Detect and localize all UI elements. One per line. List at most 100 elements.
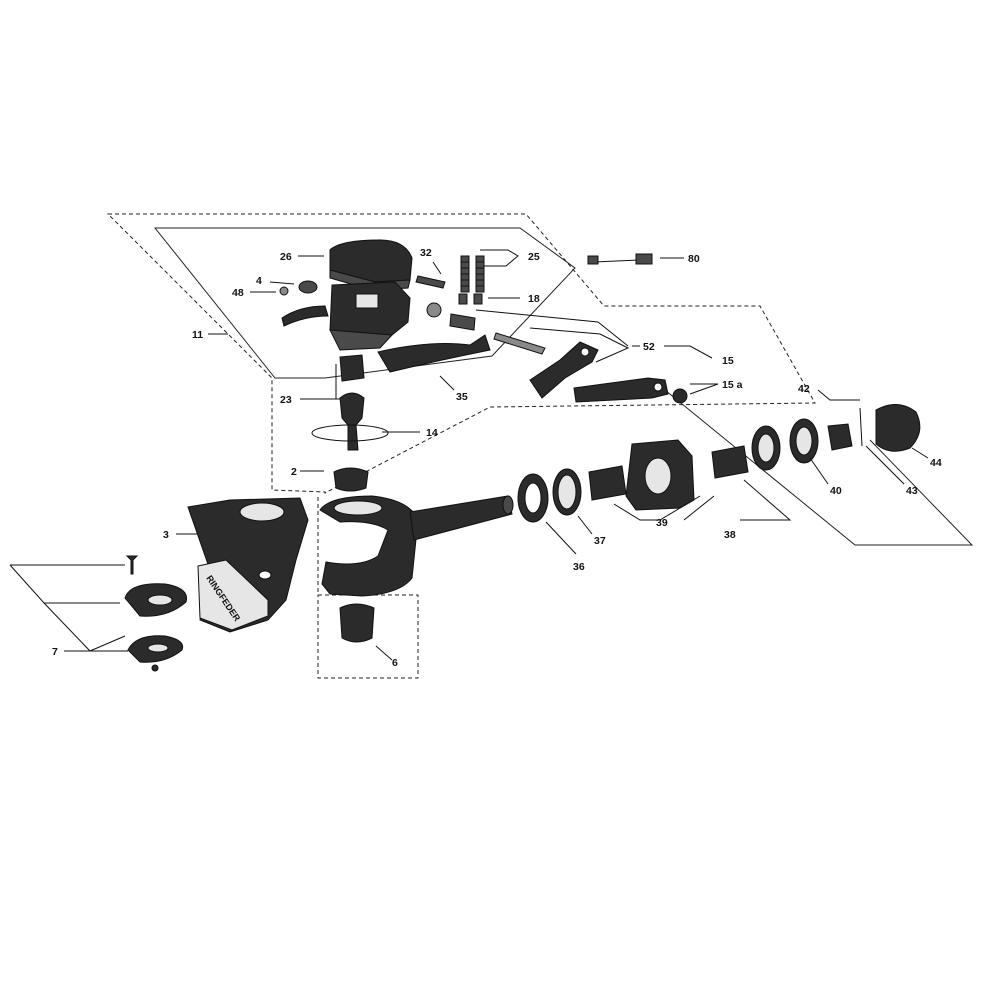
spring-coils	[461, 261, 484, 287]
part-7-upper-slot	[147, 594, 173, 606]
part-4-bolt-head	[298, 280, 318, 294]
vertical-stack-parts	[311, 354, 389, 492]
part-spring-clip	[281, 305, 329, 327]
part-36-washer-hole	[524, 482, 542, 514]
leader-23	[300, 364, 340, 400]
callout-42: 42	[798, 383, 810, 395]
callout-3: 3	[163, 529, 169, 541]
callout-43: 43	[906, 485, 918, 497]
callout-2: 2	[291, 466, 297, 478]
drawbar-fork-opening	[333, 500, 383, 516]
callout-44: 44	[930, 457, 942, 469]
callout-80: 80	[688, 253, 700, 265]
part-52-lever	[529, 341, 599, 399]
part-38-flange-bore	[644, 457, 672, 495]
drawbar-fork	[319, 495, 419, 597]
callout-37: 37	[594, 535, 606, 547]
leader-52-upper	[475, 309, 629, 347]
leader-42	[817, 389, 860, 401]
part-7-screw	[125, 555, 139, 575]
part-35-guard	[377, 334, 491, 373]
callout-40: 40	[830, 485, 842, 497]
leader-15a	[689, 383, 719, 395]
lower-dashed-outline-6	[317, 594, 419, 679]
part-nut-center	[426, 302, 442, 318]
callout-11: 11	[192, 329, 203, 341]
callout-48: 48	[232, 287, 244, 299]
part-44-end-cap	[875, 404, 921, 452]
part-39-bushing-left	[588, 465, 627, 501]
coupling-head-window	[355, 293, 379, 309]
callout-52: 52	[643, 341, 655, 353]
callout-23: 23	[280, 394, 292, 406]
part-14-ring	[311, 424, 389, 442]
part-7-lower-slot	[147, 643, 169, 653]
leader-52-lower	[529, 327, 630, 363]
callout-38: 38	[724, 529, 736, 541]
callout-18: 18	[528, 293, 540, 305]
leader-44	[911, 447, 929, 459]
part-40-washer-hole	[795, 426, 813, 456]
leader-lines	[9, 249, 929, 661]
part-15-handle-hole	[653, 382, 663, 392]
drawbar-tube	[409, 495, 513, 541]
part-32-bolt	[415, 275, 446, 289]
callout-14: 14	[426, 427, 438, 439]
leader-35	[439, 375, 455, 391]
leader-25	[480, 249, 519, 267]
part-pin	[493, 332, 546, 355]
part-7-small-nut	[151, 664, 159, 672]
callout-25: 25	[528, 251, 540, 263]
coupling-head-lower	[329, 329, 394, 351]
drawbar-tube-end	[502, 495, 514, 515]
part-40-spacer-hole	[757, 433, 775, 463]
callout-15a: 15 a	[722, 379, 743, 391]
leader-38	[740, 479, 792, 521]
callout-39: 39	[656, 517, 668, 529]
inner-solid-outline	[153, 227, 576, 379]
part-80-cable	[593, 259, 641, 263]
callout-35: 35	[456, 391, 468, 403]
callout-4: 4	[256, 275, 262, 287]
callout-7: 7	[52, 646, 58, 658]
part-18-screw-left	[458, 293, 468, 305]
leader-7-bracket	[9, 564, 128, 652]
callout-labels: 26 32 25 80 4 48 18 11 52 15 15 a 23 35 …	[52, 247, 942, 669]
part-37-ring-hole	[557, 474, 577, 510]
leader-39	[613, 495, 715, 521]
drawbar-shaft	[319, 495, 514, 643]
bracket-side-hole	[258, 570, 272, 580]
part-3-bracket: RINGFEDER	[187, 497, 309, 633]
part-14-kingpin	[339, 392, 365, 451]
callout-6: 6	[392, 657, 398, 669]
bracket-top-opening	[239, 502, 285, 522]
leader-4	[269, 281, 295, 285]
part-sleeve	[449, 313, 476, 331]
part-42-castle-nut	[827, 423, 853, 451]
part-15-handle	[573, 377, 669, 403]
leader-40	[809, 457, 829, 485]
part-52-lever-hole	[580, 347, 590, 357]
part-43-cotter-pin	[859, 407, 863, 447]
part-39-bushing-right	[711, 445, 749, 479]
callout-32: 32	[420, 247, 432, 259]
part-25-springs	[460, 255, 485, 293]
shaft-parts	[517, 404, 921, 523]
leader-15	[664, 345, 713, 359]
callout-26: 26	[280, 251, 292, 263]
part-23-insert	[339, 354, 365, 382]
bracket-label-plate	[197, 559, 269, 631]
leader-32	[432, 261, 442, 275]
part-80-plug	[635, 253, 653, 265]
part-7-plates	[124, 555, 188, 672]
part-2-bushing	[333, 467, 369, 492]
leader-37	[577, 515, 593, 535]
part-80-sensor	[587, 255, 599, 265]
right-bracket-lines	[659, 385, 974, 546]
callout-36: 36	[573, 561, 585, 573]
part-6-bushing	[339, 603, 375, 643]
top-assembly-parts	[279, 239, 688, 404]
leader-36	[545, 521, 577, 555]
leader-43	[865, 445, 905, 485]
